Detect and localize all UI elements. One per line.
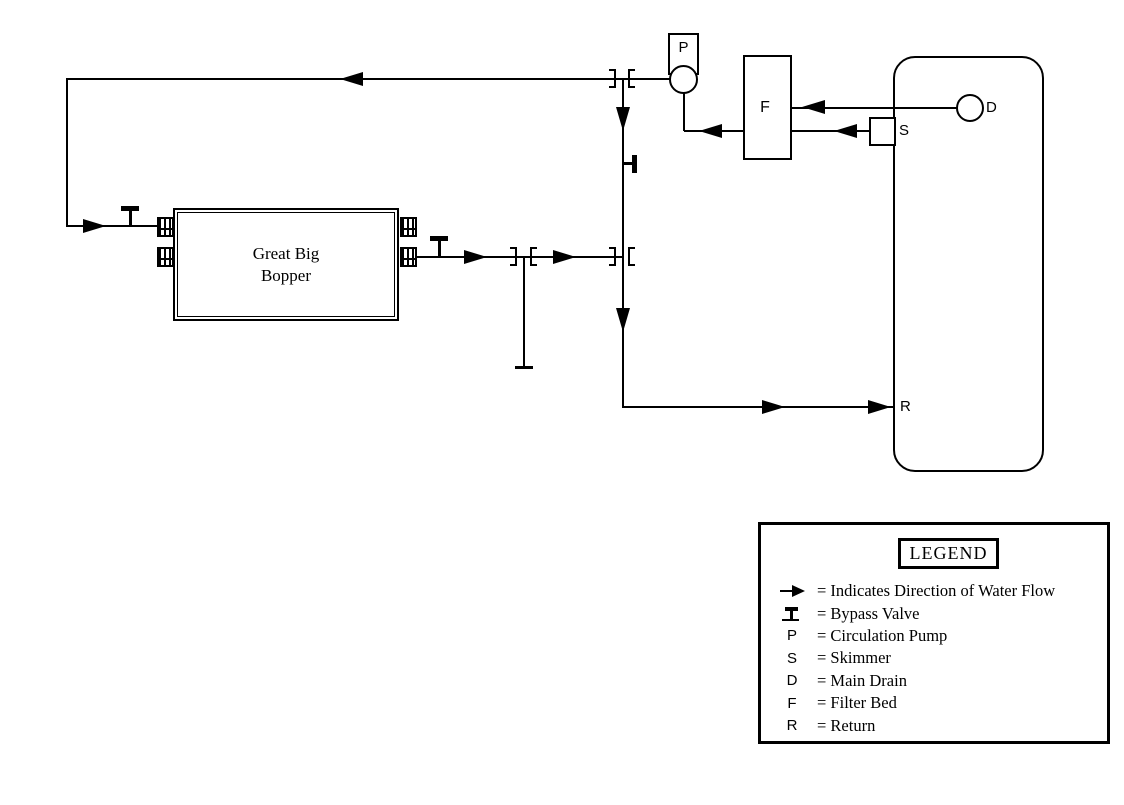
flange-heater-left-mid	[157, 247, 174, 267]
legend-label: = Main Drain	[817, 670, 907, 690]
flow-arrow-main-vertical-down-1	[616, 107, 630, 131]
pipe-main-drain-line	[792, 107, 957, 109]
flow-arrow-heater-outlet-1	[464, 250, 487, 264]
union-junction-left-tick	[614, 247, 616, 266]
pipe-pump-suction-vertical	[683, 90, 685, 131]
legend-row-skimmer: S = Skimmer	[761, 647, 1107, 669]
legend-symbol-letter: D	[786, 672, 798, 690]
pipe-pump-to-loop-top	[67, 78, 671, 80]
legend-symbol-letter: F	[787, 694, 797, 712]
union-junction-cap	[629, 247, 635, 249]
pipe-loop-left-vertical	[66, 78, 68, 227]
main-drain-circle	[956, 94, 984, 122]
bypass-valve-heater-inlet-handle	[121, 206, 139, 211]
pipe-heater-inlet	[67, 225, 158, 227]
filter-box	[743, 55, 792, 160]
union-top-right-tick	[628, 69, 630, 88]
legend-label: = Skimmer	[817, 648, 891, 668]
heater-box: Great Big Bopper	[173, 208, 399, 321]
legend-row-filter: F = Filter Bed	[761, 692, 1107, 714]
union-stub-right-tick	[530, 247, 532, 266]
bypass-valve-heater-outlet-handle	[430, 236, 448, 241]
flow-arrow-return-2	[868, 400, 891, 414]
flow-arrow-pump-suction	[699, 124, 722, 138]
union-stub-cap	[510, 264, 516, 266]
flow-arrow-return-1	[762, 400, 785, 414]
flow-arrow-heater-outlet-2	[553, 250, 576, 264]
pipe-return-horizontal	[622, 406, 893, 408]
pipe-main-vertical	[622, 80, 624, 407]
bypass-valve-icon	[767, 606, 817, 622]
heater-name: Great Big Bopper	[175, 210, 397, 319]
flow-arrow-main-vertical-down-2	[616, 308, 630, 332]
heater-box-inner-border	[177, 212, 395, 317]
legend-row-return: R = Return	[761, 714, 1107, 736]
union-top-left-tick	[614, 69, 616, 88]
pipe-skimmer-line	[792, 130, 870, 132]
union-top-cap	[629, 69, 635, 71]
legend-label: = Circulation Pump	[817, 625, 948, 645]
legend-symbol-letter: R	[786, 717, 798, 735]
legend-title: LEGEND	[909, 543, 988, 563]
return-label: R	[900, 398, 911, 415]
pump-impeller-circle	[669, 65, 698, 94]
union-stub-cap	[510, 247, 516, 249]
flow-arrow-skimmer	[834, 124, 857, 138]
legend-label: = Bypass Valve	[817, 603, 920, 623]
legend-row-bypass-valve: = Bypass Valve	[761, 602, 1107, 624]
skimmer-label: S	[899, 122, 910, 139]
legend-row-pump: P = Circulation Pump	[761, 625, 1107, 647]
legend-label: = Filter Bed	[817, 693, 897, 713]
main-drain-label: D	[986, 99, 997, 116]
union-top-cap	[629, 86, 635, 88]
flow-arrow-heater-inlet	[83, 219, 106, 233]
flange-heater-right-top	[400, 217, 417, 237]
legend-label: = Return	[817, 715, 876, 735]
union-stub-cap	[531, 264, 537, 266]
legend-symbol-letter: S	[786, 649, 797, 667]
union-stub-cap	[531, 247, 537, 249]
pipe-heater-outlet	[417, 256, 623, 258]
legend-symbol-letter: P	[786, 627, 797, 645]
flange-heater-left-top	[157, 217, 174, 237]
union-junction-cap	[629, 264, 635, 266]
bypass-valve-main-vertical-handle	[632, 155, 637, 173]
union-top-cap	[609, 86, 615, 88]
union-junction-cap	[609, 247, 615, 249]
bypass-valve-heater-inlet-stem	[129, 210, 132, 226]
pipe-drain-stub-cap	[515, 366, 533, 369]
flange-heater-right-mid	[400, 247, 417, 267]
flow-arrow-top-left	[340, 72, 363, 86]
heater-name-line2: Bopper	[260, 265, 312, 285]
legend-label: = Indicates Direction of Water Flow	[817, 581, 1056, 601]
pool-outline	[893, 56, 1044, 472]
union-junction-right-tick	[628, 247, 630, 266]
bypass-valve-heater-outlet-stem	[438, 240, 441, 257]
legend-title-box: LEGEND	[898, 538, 999, 569]
flow-arrow-main-drain	[802, 100, 825, 114]
legend-row-flow: = Indicates Direction of Water Flow	[761, 580, 1107, 602]
pipe-drain-stub-vertical	[523, 257, 525, 367]
legend-row-main-drain: D = Main Drain	[761, 670, 1107, 692]
union-top-cap	[609, 69, 615, 71]
legend-box: LEGEND = Indicates Direction of Water Fl…	[758, 522, 1110, 744]
heater-name-line1: Great Big	[252, 243, 320, 263]
flow-arrow-icon	[767, 584, 817, 598]
pump-label: P	[678, 39, 689, 56]
bypass-valve-main-vertical-stem	[624, 162, 634, 165]
union-stub-left-tick	[515, 247, 517, 266]
union-junction-cap	[609, 264, 615, 266]
legend-rows: = Indicates Direction of Water Flow = By…	[761, 580, 1107, 737]
filter-label: F	[760, 99, 770, 116]
skimmer-box	[869, 117, 896, 146]
